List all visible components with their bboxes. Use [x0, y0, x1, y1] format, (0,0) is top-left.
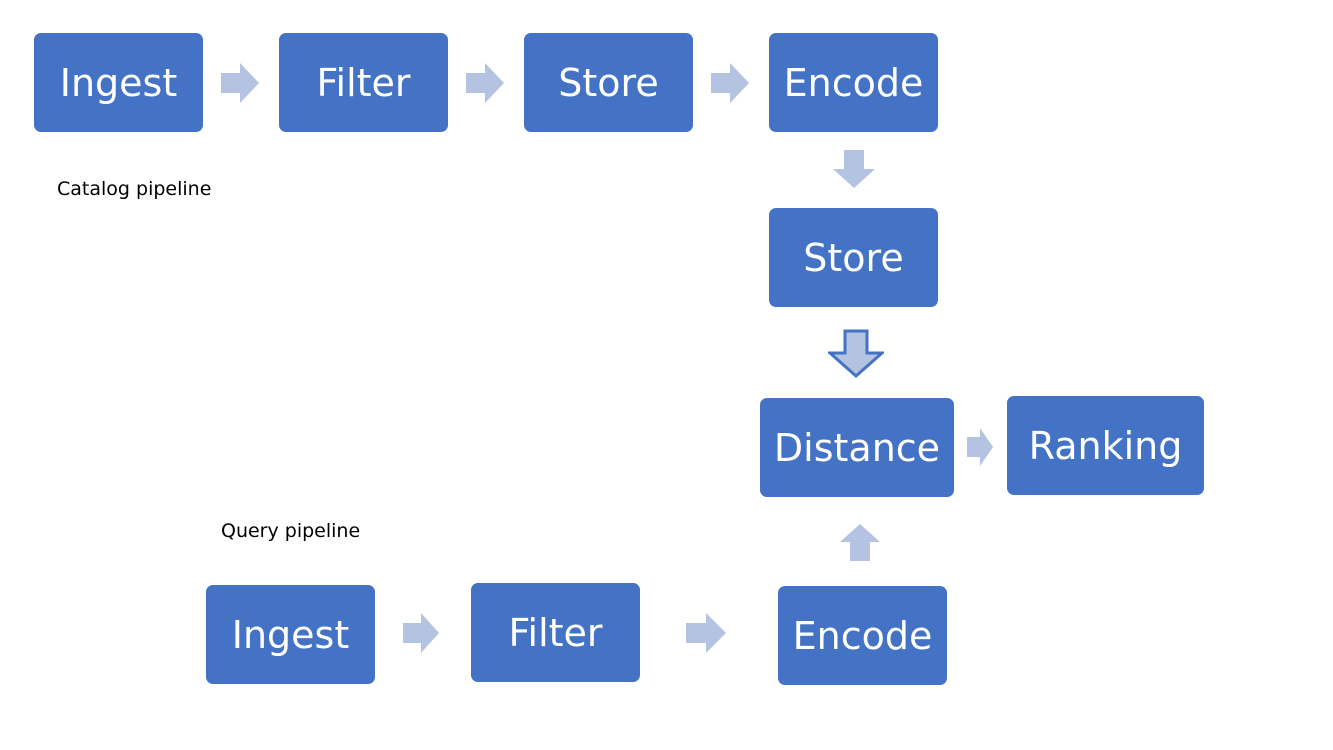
down-arrow-icon — [833, 150, 875, 188]
ranking-box: Ranking — [1007, 396, 1204, 495]
query-encode-box: Encode — [778, 586, 947, 685]
right-arrow-icon — [466, 63, 504, 103]
down-arrow-icon — [828, 329, 884, 378]
query-ingest-box: Ingest — [206, 585, 375, 684]
query-pipeline-label: Query pipeline — [221, 520, 361, 542]
right-arrow-icon — [711, 63, 749, 103]
catalog-ingest-box: Ingest — [34, 33, 203, 132]
right-arrow-icon — [686, 613, 726, 653]
catalog-encode-box: Encode — [769, 33, 938, 132]
up-arrow-icon — [840, 524, 880, 561]
catalog-pipeline-label: Catalog pipeline — [57, 178, 212, 200]
catalog-store-box: Store — [524, 33, 693, 132]
distance-box: Distance — [760, 398, 954, 497]
catalog-filter-box: Filter — [279, 33, 448, 132]
catalog-store-2-box: Store — [769, 208, 938, 307]
right-arrow-icon — [403, 613, 439, 653]
query-filter-box: Filter — [471, 583, 640, 682]
right-arrow-icon — [221, 63, 259, 103]
right-arrow-icon — [967, 428, 993, 466]
